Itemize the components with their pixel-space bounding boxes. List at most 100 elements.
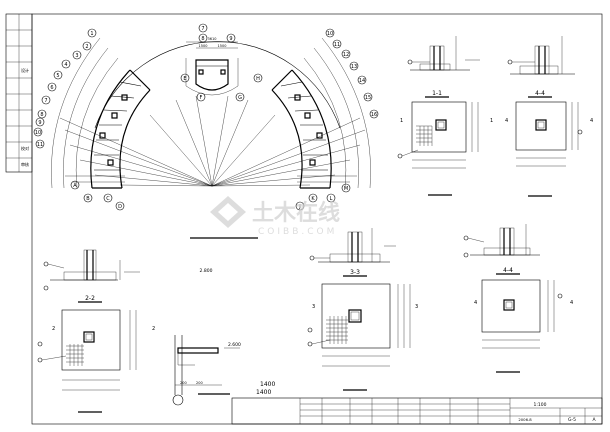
svg-text:13: 13: [351, 64, 357, 70]
footing-4-4a: [515, 101, 567, 151]
column-4-4b: [503, 299, 515, 311]
footing-2-2: [61, 309, 121, 371]
axis-bubble-L: L: [326, 193, 336, 203]
svg-text:4: 4: [64, 62, 67, 68]
title-block: 1:100 2006.8 G-5 A: [231, 397, 603, 425]
svg-text:G: G: [238, 95, 242, 101]
svg-text:11: 11: [334, 42, 340, 48]
footing-4-4b: [481, 279, 541, 333]
svg-text:10: 10: [35, 130, 41, 136]
plan-elevation: 2.800: [200, 268, 213, 274]
detail-1-1-mark-left: 1: [400, 118, 403, 124]
plan-main-arc: [94, 41, 341, 129]
axis-bubble-H: H: [253, 73, 263, 83]
svg-text:10: 10: [327, 31, 333, 37]
svg-text:B: B: [86, 196, 90, 202]
axis-bubble-left-1: 1: [87, 28, 97, 38]
svg-text:2: 2: [85, 44, 88, 50]
stair-detail: 2.600 200 200 1400 1400: [172, 335, 275, 406]
svg-text:A: A: [73, 183, 77, 189]
svg-text:5: 5: [56, 73, 59, 79]
rebar-hatch-1-1: [416, 126, 432, 146]
axis-bubble-left-7: 7: [41, 95, 51, 105]
axis-bubble-top-7: 7: [198, 23, 208, 33]
axis-bubble-left-4: 4: [61, 59, 71, 69]
svg-text:12: 12: [343, 52, 349, 58]
detail-1-1-mark-right: 1: [490, 118, 493, 124]
detail-3-3-mark-left: 3: [312, 304, 315, 310]
stair-elev: 2.600: [228, 342, 241, 348]
svg-text:9: 9: [38, 120, 41, 126]
axis-bubble-G: G: [235, 92, 245, 102]
svg-text:1: 1: [90, 31, 93, 37]
strip-label-2: 校对: [21, 145, 29, 151]
detail-1-1: 1-1 1 1: [397, 36, 493, 196]
svg-text:16: 16: [371, 112, 377, 118]
axis-bubble-D: D: [115, 201, 125, 211]
svg-text:E: E: [183, 76, 186, 82]
stair-dim-1: 200: [180, 381, 187, 385]
stair-size-b: 1400: [256, 389, 271, 396]
column-2-2: [83, 331, 95, 343]
right-axis-bubbles: 10 11 12 13 14 15 16 J K L M: [295, 28, 379, 211]
detail-2-2-mark-left: 2: [52, 326, 55, 332]
column-4-4a: [535, 119, 547, 131]
title-date: 2006.8: [518, 417, 532, 422]
axis-bubble-top-8: 8: [198, 33, 208, 43]
detail-4-4b-mark-right: 4: [570, 300, 573, 306]
watermark-logo-icon: [210, 196, 246, 228]
detail-2-2: 2-2 2 2: [37, 249, 155, 413]
radial-lines: [59, 95, 366, 187]
svg-text:8: 8: [201, 36, 204, 42]
top-dim-2: 1500: [199, 44, 208, 48]
detail-4-4-top: 4-4 4 4: [505, 36, 593, 197]
axis-bubble-left-11: 11: [35, 139, 45, 149]
svg-text:D: D: [118, 204, 122, 210]
detail-4-4a-mark-left: 4: [505, 118, 508, 124]
axis-bubble-right-13: 13: [349, 61, 359, 71]
axis-bubble-right-11: 11: [332, 39, 342, 49]
top-dim-1: 3610: [208, 37, 217, 41]
svg-text:7: 7: [201, 26, 204, 32]
svg-text:F: F: [200, 95, 203, 101]
axis-bubble-left-2: 2: [82, 41, 92, 51]
strip-label-1: 设计: [21, 67, 29, 73]
axis-bubble-right-15: 15: [363, 92, 373, 102]
svg-text:H: H: [256, 76, 260, 82]
svg-text:15: 15: [365, 95, 371, 101]
svg-text:M: M: [344, 186, 348, 192]
left-axis-bubbles: 1 2 3 4 5 6 7 8 9 10 11: [33, 28, 97, 149]
footing-3-3: [321, 283, 391, 349]
axis-bubble-right-14: 14: [357, 75, 367, 85]
svg-text:6: 6: [50, 85, 53, 91]
axis-bubble-left-6: 6: [47, 82, 57, 92]
top-bay: 3610 1500 1500 7 8 9 E F G H: [180, 23, 263, 102]
bottom-axis-bubbles: A B C D: [70, 180, 125, 211]
svg-text:14: 14: [359, 78, 365, 84]
axis-bubble-left-3: 3: [72, 50, 82, 60]
axis-bubble-left-9: 9: [35, 117, 45, 127]
axis-bubble-B: B: [83, 193, 93, 203]
axis-bubble-E: E: [180, 73, 190, 83]
svg-text:9: 9: [229, 36, 232, 42]
axis-bubble-M: M: [341, 183, 351, 193]
rebar-hatch-2-2: [66, 344, 84, 366]
axis-bubble-top-9: 9: [226, 33, 236, 43]
watermark-cn: 土木在线: [252, 200, 340, 226]
detail-2-2-mark-right: 2: [152, 326, 155, 332]
axis-bubble-F: F: [196, 92, 206, 102]
detail-4-4a-title: 4-4: [535, 90, 545, 97]
left-wing: [51, 37, 151, 189]
axis-bubble-C: C: [103, 193, 113, 203]
watermark: 土木在线 COIBB.COM: [210, 196, 340, 237]
column-3-3: [348, 309, 362, 323]
detail-3-3: 3-3 3 3: [307, 228, 418, 391]
detail-4-4b-title: 4-4: [503, 267, 513, 274]
column-1-1: [435, 119, 447, 131]
svg-text:11: 11: [37, 142, 43, 148]
svg-text:C: C: [106, 196, 110, 202]
axis-bubble-A: A: [70, 180, 80, 190]
axis-bubble-left-5: 5: [53, 70, 63, 80]
strip-label-3: 审核: [21, 161, 29, 167]
